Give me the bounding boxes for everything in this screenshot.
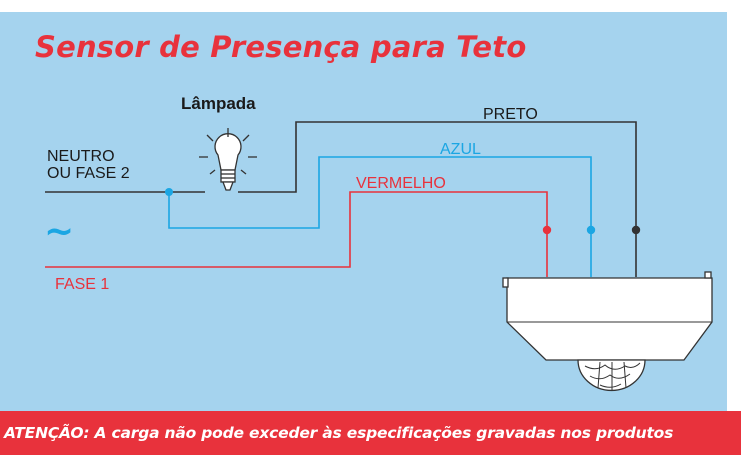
- blue-wire-label: AZUL: [440, 141, 481, 158]
- sensor-device-icon: [502, 271, 713, 392]
- wire-red: [45, 191, 548, 277]
- ac-symbol: ~: [44, 211, 75, 252]
- terminal-blue-dot: [586, 225, 596, 235]
- terminal-red-dot: [542, 225, 552, 235]
- light-bulb-icon: [199, 128, 257, 191]
- wire-black: [238, 121, 637, 277]
- black-wire-label: PRETO: [483, 106, 538, 123]
- lamp-label: Lâmpada: [181, 94, 256, 113]
- terminal-black-dot: [631, 225, 641, 235]
- wire-blue: [168, 156, 592, 277]
- phase1-label: FASE 1: [55, 276, 110, 293]
- warning-text: ATENÇÃO: A carga não pode exceder às esp…: [4, 424, 674, 442]
- page-title: Sensor de Presença para Teto: [35, 30, 527, 64]
- red-wire-label: VERMELHO: [356, 175, 446, 192]
- neutral-label-line2: OU FASE 2: [47, 165, 130, 182]
- neutral-label-line1: NEUTRO: [47, 148, 115, 165]
- warning-banner: ATENÇÃO: A carga não pode exceder às esp…: [0, 411, 741, 455]
- junction-blue-dot: [165, 188, 173, 196]
